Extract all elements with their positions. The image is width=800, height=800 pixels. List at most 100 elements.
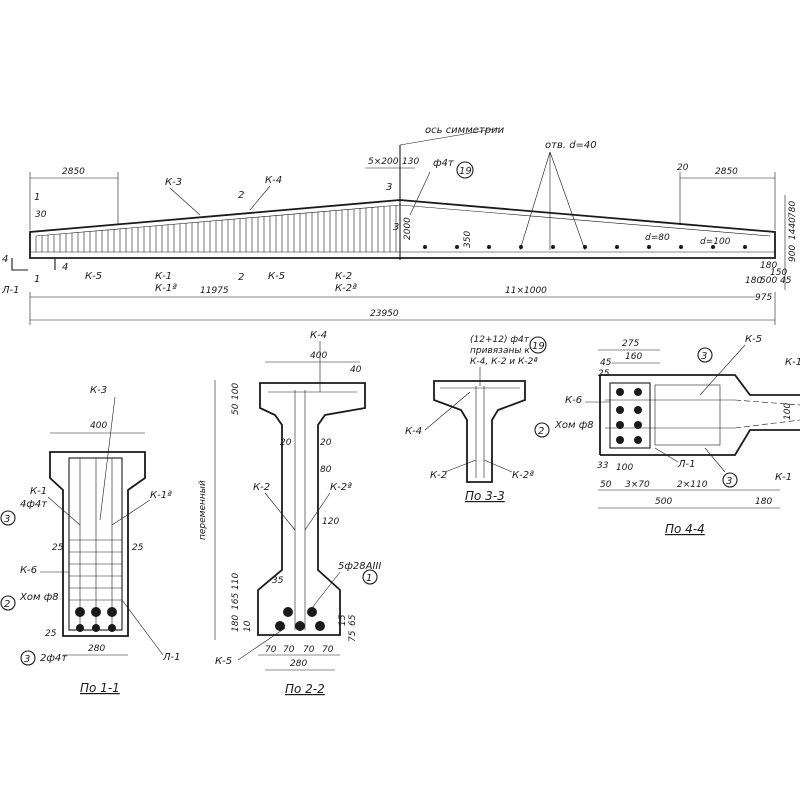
s44-dim-180: 180 (755, 497, 772, 507)
rebar-dot (92, 624, 100, 632)
rebar-dot (295, 621, 305, 631)
section-2-2: 400 К-4 40 100 50 20 20 80 120 К-2 К-2ª … (198, 330, 381, 696)
s22-dim-top: 400 (310, 351, 327, 361)
label-k5-mid: К-5 (268, 271, 285, 282)
s11-dim-25c: 25 (45, 629, 57, 639)
s22-dim-10: 10 (243, 620, 253, 632)
s22-dim-80: 80 (320, 465, 332, 475)
s11-label-bars2: 2ф4т (40, 653, 68, 664)
s11-title: По 1-1 (80, 681, 120, 695)
section-4-4: 275 160 45 25 К-5 К-1ª 3 К-6 2 Хом ф8 10… (534, 334, 800, 536)
s44-dim-275: 275 (622, 339, 639, 349)
label-k5-left: К-5 (85, 271, 102, 282)
dim-500-r: 500 (760, 276, 777, 286)
s44-callout-3b-circle (722, 472, 738, 488)
s22-title: По 2-2 (285, 682, 325, 696)
rebar-dot (91, 607, 101, 617)
s22-dim-70d: 70 (322, 645, 334, 655)
hole-marker (423, 245, 427, 249)
s11-callout-3a: 3 (4, 514, 10, 525)
dim-975: 975 (755, 293, 772, 303)
s22-dim-35: 35 (272, 576, 284, 586)
dim-350: 350 (463, 231, 473, 248)
s11-dim-bottom: 280 (88, 644, 105, 654)
s22-dim-70b: 70 (283, 645, 295, 655)
s11-label-k3: К-3 (90, 385, 107, 396)
s44-label-l1: Л-1 (677, 459, 696, 470)
s44-callout-2: 2 (538, 426, 544, 437)
dim-total-length: 23950 (370, 309, 399, 319)
s33-note-3: К-4, К-2 и К-2ª (470, 357, 538, 367)
s22-dim-110: 110 (231, 573, 241, 590)
dim-180-bottom: 180 (745, 276, 762, 286)
s44-label-clamp: Хом ф8 (554, 420, 594, 431)
s44-title: По 4-4 (665, 522, 705, 536)
s11-callout-3a-circle (0, 510, 16, 526)
section-mark-3-top: 3 (386, 182, 392, 193)
label-l1-left: Л-1 (1, 285, 20, 296)
rebar-dot (307, 607, 317, 617)
s44-callout-3a-circle (697, 347, 713, 363)
label-k3: К-3 (165, 177, 182, 188)
section-mark-1-top: 1 (34, 192, 40, 203)
s11-callout-2: 2 (4, 599, 10, 610)
s22-dim-bottom: 280 (290, 659, 307, 669)
hole-marker (679, 245, 683, 249)
s22-dim-180: 180 (231, 615, 241, 632)
rebar-dot (616, 388, 624, 396)
s11-label-k6: К-6 (20, 565, 37, 576)
hole-marker (551, 245, 555, 249)
s11-dim-25b: 25 (132, 543, 144, 553)
s22-label-k2a: К-2ª (330, 482, 352, 493)
s11-callout-3b-circle (20, 650, 36, 666)
s33-callout-19: 19 (532, 341, 545, 352)
rebar-dot (107, 607, 117, 617)
s44-callout-3a: 3 (701, 351, 707, 362)
s11-dim-25a: 25 (52, 543, 64, 553)
dim-1440: 1440 (788, 217, 798, 240)
label-k4: К-4 (265, 175, 282, 186)
s11-label-k1a: К-1ª (150, 490, 172, 501)
rebar-dot (76, 624, 84, 632)
rebar-dot (616, 421, 624, 429)
s33-label-k2: К-2 (430, 470, 447, 481)
rebar-dot (634, 406, 642, 414)
s22-dim-40: 40 (350, 365, 362, 375)
s44-dim-2x110: 2×110 (677, 480, 708, 490)
dim-right-top: 2850 (715, 167, 738, 177)
s22-dim-65: 65 (348, 614, 358, 626)
s22-label-k4: К-4 (310, 330, 327, 341)
label-k1: К-1 (155, 271, 172, 282)
dim-d80: d=80 (645, 233, 670, 243)
s22-label-bars5: 5ф28АIII (338, 561, 381, 572)
callout-19-circle (456, 161, 474, 179)
s33-label-k2a: К-2ª (512, 470, 534, 481)
dim-d100: d=100 (700, 237, 731, 247)
s22-dim-165: 165 (231, 593, 241, 610)
rebar-dot (634, 388, 642, 396)
s44-label-k5: К-5 (745, 334, 762, 345)
callout-19: 19 (459, 166, 472, 177)
section-mark-3-mid: 3 (393, 222, 399, 233)
dim-left-top: 2850 (62, 167, 85, 177)
hole-marker (455, 245, 459, 249)
dim-right-spacing: 11×1000 (505, 286, 547, 296)
s33-label-k4: К-4 (405, 426, 422, 437)
section-mark-4-left: 4 (2, 254, 8, 265)
beam-elevation: ось симметрии отв. d=40 ф4т 19 2850 2850… (1, 125, 798, 325)
s44-callout-2-circle (534, 422, 550, 438)
s22-label-k2: К-2 (253, 482, 270, 493)
hole-markers (423, 245, 747, 249)
s44-label-k6: К-6 (565, 395, 582, 406)
s22-dim-70a: 70 (265, 645, 277, 655)
s44-callout-3b: 3 (726, 476, 732, 487)
s22-callout-1-circle (362, 569, 378, 585)
rebar-dot (75, 607, 85, 617)
s22-dim-100: 100 (231, 383, 241, 400)
rebar-dot (315, 621, 325, 631)
s33-note-2: привязаны к (470, 346, 530, 356)
dim-gap-top: 130 (402, 157, 419, 167)
rebar-dot (634, 421, 642, 429)
dim-30: 30 (35, 210, 47, 220)
